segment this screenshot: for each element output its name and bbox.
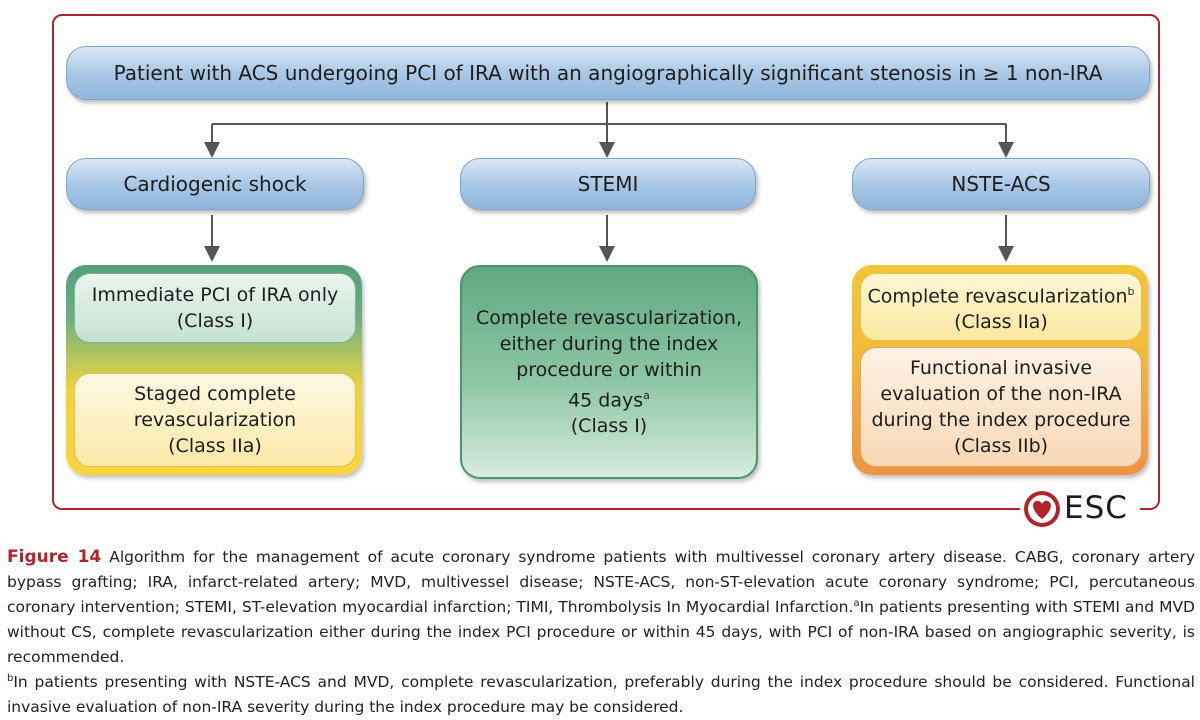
stemi-text-2: either during the index	[499, 332, 719, 355]
complete-revascularization-box: Complete revascularizationb (Class IIa)	[860, 273, 1142, 341]
cardiogenic-shock-label: Cardiogenic shock	[123, 172, 307, 196]
functional-text-2: evaluation of the non-IRA	[880, 383, 1122, 405]
immediate-pci-text: Immediate PCI of IRA only	[91, 284, 339, 306]
esc-logo-text: ESC	[1064, 490, 1128, 526]
stemi-recommendation-box: Complete revascularization, either durin…	[460, 265, 758, 479]
footnote-b-text: In patients presenting with NSTE-ACS and…	[7, 673, 1195, 716]
stemi-footnote-marker: a	[643, 388, 650, 402]
nste-acs-recommendations: Complete revascularizationb (Class IIa) …	[852, 265, 1148, 475]
figure-label: Figure 14	[7, 547, 102, 567]
stemi-text-3: procedure or within	[516, 358, 702, 381]
stemi-days: 45 days	[568, 389, 644, 412]
stemi-class: (Class I)	[570, 415, 648, 438]
top-condition-text: Patient with ACS undergoing PCI of IRA w…	[113, 61, 1103, 85]
footnote-a-text: In patients presenting with STEMI and MV…	[7, 598, 1195, 666]
functional-text-3: during the index procedure	[871, 409, 1131, 431]
stemi-box: STEMI	[460, 158, 756, 210]
staged-revascularization-box: Staged complete revascularization (Class…	[74, 373, 356, 467]
top-condition-box: Patient with ACS undergoing PCI of IRA w…	[66, 46, 1150, 100]
immediate-pci-class: (Class I)	[176, 310, 254, 332]
immediate-pci-box: Immediate PCI of IRA only (Class I)	[74, 273, 356, 343]
footnote-a-marker: a	[853, 597, 860, 609]
stemi-text-1: Complete revascularization,	[475, 306, 743, 329]
stemi-text-4: 45 daysa	[568, 383, 650, 413]
functional-class: (Class IIb)	[953, 435, 1049, 457]
staged-text-1: Staged complete	[134, 383, 296, 405]
stemi-label: STEMI	[577, 172, 639, 196]
nste-acs-label: NSTE-ACS	[951, 172, 1051, 196]
figure-caption: Figure 14 Algorithm for the management o…	[7, 545, 1195, 720]
functional-evaluation-box: Functional invasive evaluation of the no…	[860, 347, 1142, 467]
caption-body: Algorithm for the management of acute co…	[7, 548, 1196, 616]
footnote-b-marker: b	[7, 672, 14, 684]
nste-footnote-marker: b	[1127, 284, 1135, 298]
heart-icon	[1024, 491, 1060, 527]
functional-text-1: Functional invasive	[909, 357, 1093, 379]
esc-logo	[1020, 488, 1140, 530]
cardiogenic-shock-recommendations: Immediate PCI of IRA only (Class I) Stag…	[66, 265, 362, 475]
complete-revasc-label: Complete revascularization	[867, 285, 1128, 308]
cardiogenic-shock-box: Cardiogenic shock	[66, 158, 364, 210]
diagram-frame	[52, 14, 1160, 510]
staged-class: (Class IIa)	[168, 435, 262, 457]
nste-acs-box: NSTE-ACS	[852, 158, 1150, 210]
staged-text-2: revascularization	[133, 409, 297, 431]
complete-revasc-class: (Class IIa)	[954, 311, 1048, 334]
complete-revasc-text: Complete revascularizationb	[868, 279, 1135, 309]
